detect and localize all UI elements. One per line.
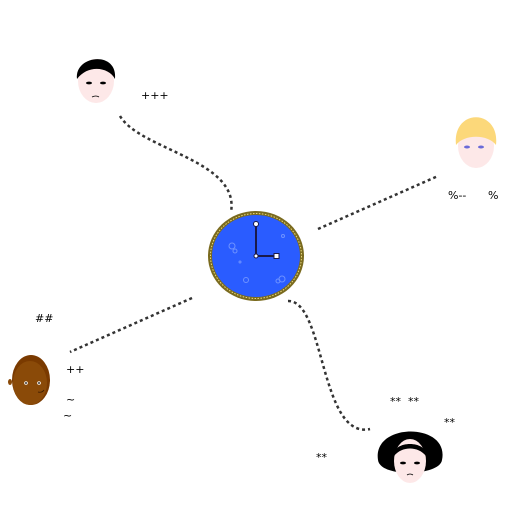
- long-dark-haired-person-icon: [377, 431, 443, 483]
- label-star-mark-left: **: [316, 451, 327, 464]
- connector-top-left: [118, 115, 233, 213]
- connector-left: [69, 296, 193, 354]
- label-star-mark-right: **: [444, 416, 455, 429]
- label-double-plus-marks: ++: [66, 363, 85, 376]
- label-percent-dash-marks: %--: [448, 189, 467, 202]
- label-double-star-marks: ** **: [390, 395, 419, 408]
- connector-right: [317, 174, 439, 231]
- label-percent-mark: %: [488, 189, 499, 202]
- connector-bottom-right: [287, 299, 371, 431]
- label-tilde-mark-2: ~: [63, 409, 73, 422]
- label-plus-marks: +++: [141, 89, 169, 102]
- brown-faced-person-icon: [8, 355, 50, 405]
- clock-icon: [208, 211, 304, 301]
- dark-haired-person-icon: [76, 59, 116, 103]
- label-hash-marks: ##: [35, 312, 54, 325]
- label-tilde-mark-1: ~: [66, 393, 76, 406]
- blonde-person-icon: [455, 117, 497, 168]
